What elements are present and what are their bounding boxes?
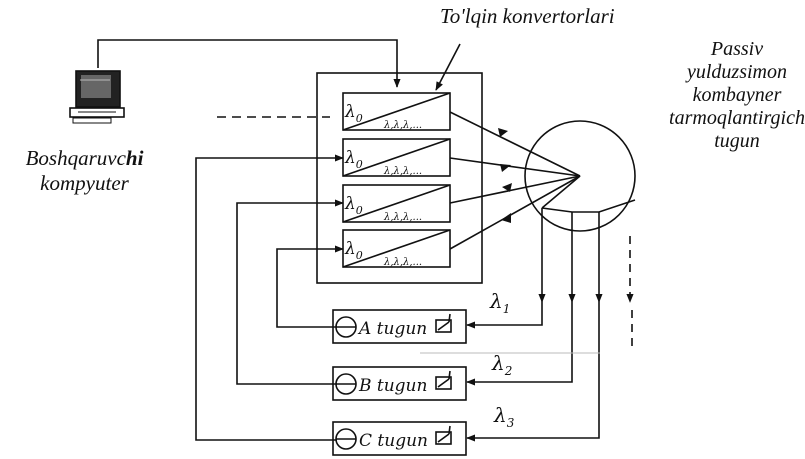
converter-labels: λ0 λ,λ,λ,... λ0 λ,λ,λ,... λ0 λ,λ,λ,... λ…: [344, 102, 422, 268]
converter-3-input: λ0: [344, 194, 363, 217]
converter-2-input: λ0: [344, 148, 363, 171]
converter-2-outputs: λ,λ,λ,...: [383, 166, 422, 177]
converter-3-outputs: λ,λ,λ,...: [383, 212, 422, 223]
star-label-line: yulduzsimon: [687, 61, 787, 83]
converter-4-input: λ0: [344, 239, 363, 262]
control-line: [97, 39, 401, 88]
node-a-label: A tugun: [357, 319, 427, 339]
converter-output-3: [449, 175, 581, 204]
lambda-3: λ3: [493, 403, 515, 430]
node-c-label: C tugun: [359, 431, 428, 451]
passive-star-coupler-label: Passiv yulduzsimon kombayner tarmoqlanti…: [662, 38, 805, 153]
node-c-box: [332, 421, 467, 456]
node-b-label: B tugun: [358, 376, 427, 396]
converter-output-4: [449, 175, 581, 250]
converter-output-2: [449, 157, 581, 177]
converter-1: [342, 92, 451, 131]
computer-label-line: kompyuter: [40, 171, 129, 195]
feedback-a: [276, 245, 344, 328]
drop-b: [466, 302, 573, 386]
lambda-2: λ2: [491, 351, 512, 378]
title-pointer-arrow: [435, 43, 461, 91]
computer-label-line: Boshqaruvchi: [25, 146, 144, 170]
converters-title: To'lqin konvertorlari: [440, 4, 615, 28]
drop-a: [466, 302, 543, 329]
star-label-line: tarmoqlantirgich: [669, 107, 805, 129]
star-coupler-circle: [524, 120, 636, 232]
star-label-line: Passiv: [710, 38, 764, 60]
converter-output-1: [449, 111, 581, 177]
feedback-b: [236, 199, 344, 385]
wavelength-labels: λ1 λ2 λ3: [489, 289, 515, 430]
node-labels: A tugun B tugun C tugun: [357, 319, 428, 451]
star-label-line: tugun: [714, 130, 760, 152]
computer-icon: [69, 70, 125, 124]
star-label-line: kombayner: [692, 84, 782, 106]
converter-4-outputs: λ,λ,λ,...: [383, 257, 422, 268]
converter-enclosure: [316, 72, 483, 284]
converter-1-input: λ0: [344, 102, 363, 125]
control-computer-label: Boshqaruvchi kompyuter: [2, 146, 167, 196]
converter-1-outputs: λ,λ,λ,...: [383, 120, 422, 131]
lambda-1: λ1: [489, 289, 510, 316]
drop-c: [466, 302, 600, 442]
feedback-c: [195, 154, 344, 441]
